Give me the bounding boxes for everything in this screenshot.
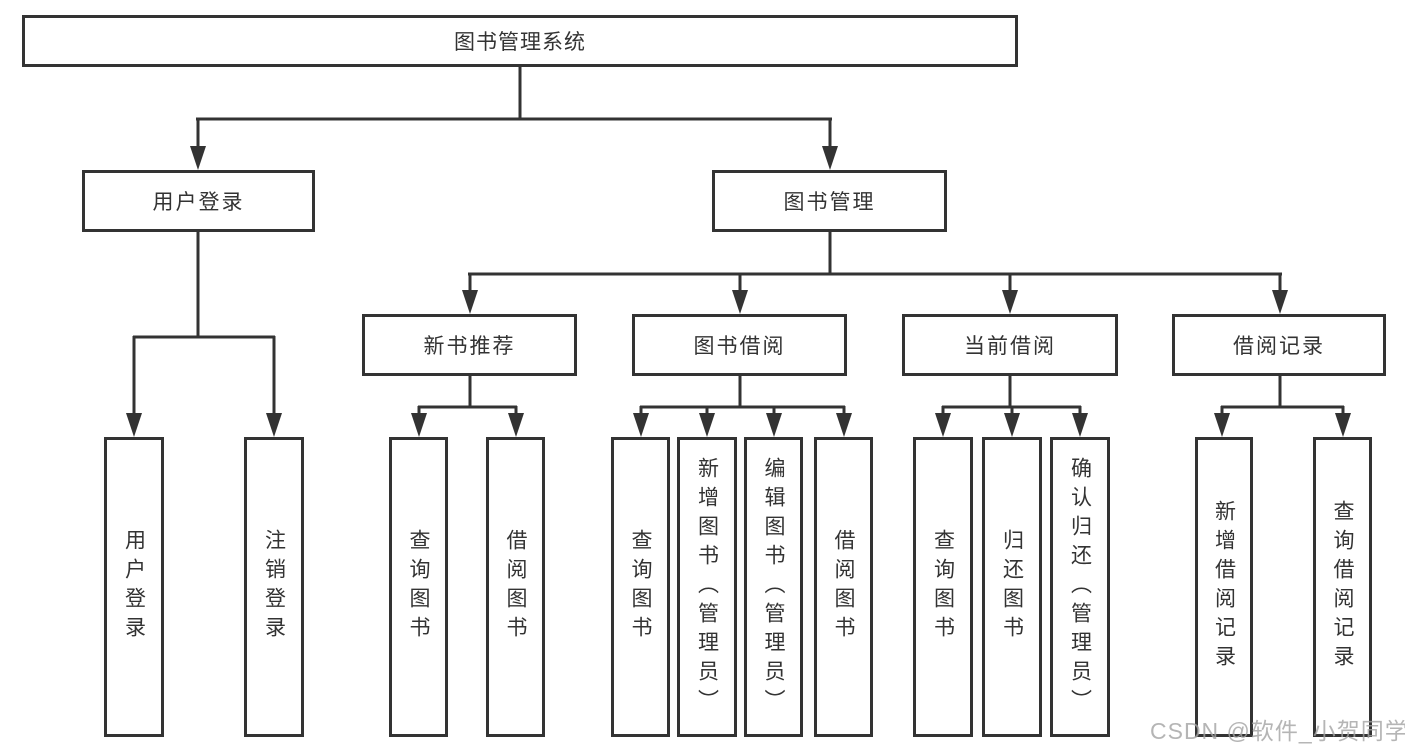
node-label: 归还图书 xyxy=(1000,529,1024,645)
node-label: 查询图书 xyxy=(629,529,652,645)
node-label: 查询图书 xyxy=(931,529,955,645)
leaf-edit-books-admin: 编辑图书（管理员） xyxy=(744,437,803,737)
node-label: 用户登录 xyxy=(152,191,245,214)
node-label: 查询借阅记录 xyxy=(1331,500,1354,674)
node-book-management: 图书管理 xyxy=(712,170,947,232)
watermark: CSDN @软件_小贺同学 xyxy=(1150,718,1405,744)
node-label: 确认归还（管理员） xyxy=(1068,456,1092,718)
leaf-return-books: 归还图书 xyxy=(982,437,1042,737)
node-current-borrowing: 当前借阅 xyxy=(902,314,1118,376)
node-label: 借阅图书 xyxy=(832,529,855,645)
node-label: 新增借阅记录 xyxy=(1212,500,1236,674)
node-new-book-recommend: 新书推荐 xyxy=(362,314,577,376)
node-label: 当前借阅 xyxy=(964,335,1056,358)
leaf-query-books-2: 查询图书 xyxy=(611,437,670,737)
node-label: 注销登录 xyxy=(262,529,286,645)
leaf-query-books-3: 查询图书 xyxy=(913,437,973,737)
leaf-add-books-admin: 新增图书（管理员） xyxy=(677,437,737,737)
leaf-borrow-books-1: 借阅图书 xyxy=(486,437,545,737)
node-label: 图书管理系统 xyxy=(454,31,586,54)
node-label: 查询图书 xyxy=(407,529,430,645)
node-label: 新书推荐 xyxy=(423,335,516,358)
leaf-add-borrow-record: 新增借阅记录 xyxy=(1195,437,1253,737)
node-library-management-system: 图书管理系统 xyxy=(22,15,1018,67)
leaf-borrow-books-2: 借阅图书 xyxy=(814,437,873,737)
node-book-borrowing: 图书借阅 xyxy=(632,314,847,376)
node-label: 新增图书（管理员） xyxy=(695,456,719,718)
node-label: 编辑图书（管理员） xyxy=(762,456,785,718)
node-borrowing-records: 借阅记录 xyxy=(1172,314,1386,376)
node-label: 用户登录 xyxy=(122,529,146,645)
leaf-query-books-1: 查询图书 xyxy=(389,437,448,737)
leaf-user-login: 用户登录 xyxy=(104,437,164,737)
node-label: 图书借阅 xyxy=(693,335,786,358)
leaf-confirm-return-admin: 确认归还（管理员） xyxy=(1050,437,1110,737)
leaf-query-borrow-record: 查询借阅记录 xyxy=(1313,437,1372,737)
node-label: 借阅图书 xyxy=(504,529,527,645)
leaf-logout: 注销登录 xyxy=(244,437,304,737)
node-label: 图书管理 xyxy=(783,191,876,214)
node-user-login: 用户登录 xyxy=(82,170,315,232)
node-label: 借阅记录 xyxy=(1233,335,1325,358)
